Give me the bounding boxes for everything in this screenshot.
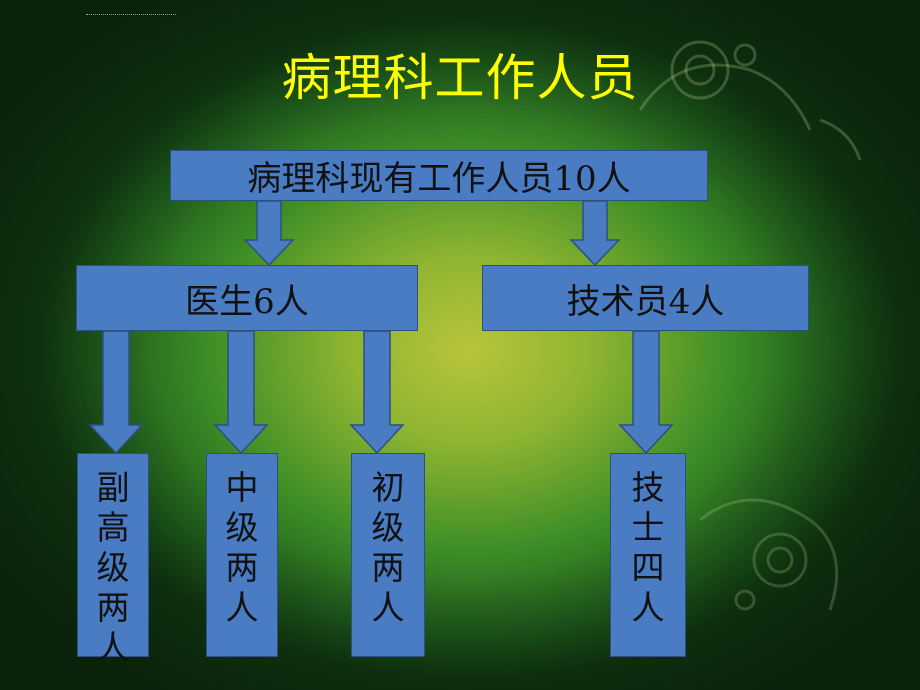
technician-level-box: 技 士 四 人 bbox=[610, 453, 686, 657]
arrow-doctors-to-intermediate bbox=[213, 330, 269, 455]
intermediate-char: 级 bbox=[225, 508, 259, 547]
doctors-box: 医生6人 bbox=[76, 265, 418, 331]
intermediate-box: 中 级 两 人 bbox=[206, 453, 278, 657]
arrow-doctors-to-senior bbox=[88, 330, 144, 455]
arrow-technicians-to-technicians-level bbox=[618, 330, 674, 455]
root-box: 病理科现有工作人员10人 bbox=[170, 150, 708, 201]
root-label: 病理科现有工作人员10人 bbox=[247, 159, 631, 199]
intermediate-char: 人 bbox=[225, 588, 259, 627]
junior-char: 初 bbox=[371, 468, 405, 507]
technician-level-char: 人 bbox=[631, 588, 665, 627]
intermediate-char: 中 bbox=[225, 468, 259, 507]
intermediate-char: 两 bbox=[225, 548, 259, 587]
senior-char: 人 bbox=[96, 628, 130, 667]
senior-char: 副 bbox=[96, 468, 130, 507]
arrow-root-to-doctors bbox=[243, 200, 295, 267]
technicians-box: 技术员4人 bbox=[482, 265, 809, 331]
junior-box: 初 级 两 人 bbox=[351, 453, 425, 657]
senior-char: 高 bbox=[96, 508, 130, 547]
junior-char: 人 bbox=[371, 588, 405, 627]
doctors-label: 医生6人 bbox=[185, 281, 309, 322]
header-small-text bbox=[86, 14, 176, 18]
technicians-label: 技术员4人 bbox=[566, 281, 725, 322]
senior-char: 两 bbox=[96, 588, 130, 627]
junior-char: 两 bbox=[371, 548, 405, 587]
senior-char: 级 bbox=[96, 548, 130, 587]
arrow-root-to-technicians bbox=[569, 200, 621, 267]
technician-level-char: 四 bbox=[631, 548, 665, 587]
technician-level-char: 技 bbox=[631, 468, 665, 507]
junior-char: 级 bbox=[371, 508, 405, 547]
slide-title: 病理科工作人员 bbox=[281, 49, 639, 107]
technician-level-char: 士 bbox=[631, 508, 665, 547]
arrow-doctors-to-junior bbox=[349, 330, 405, 455]
senior-box: 副 高 级 两 人 bbox=[77, 453, 149, 667]
